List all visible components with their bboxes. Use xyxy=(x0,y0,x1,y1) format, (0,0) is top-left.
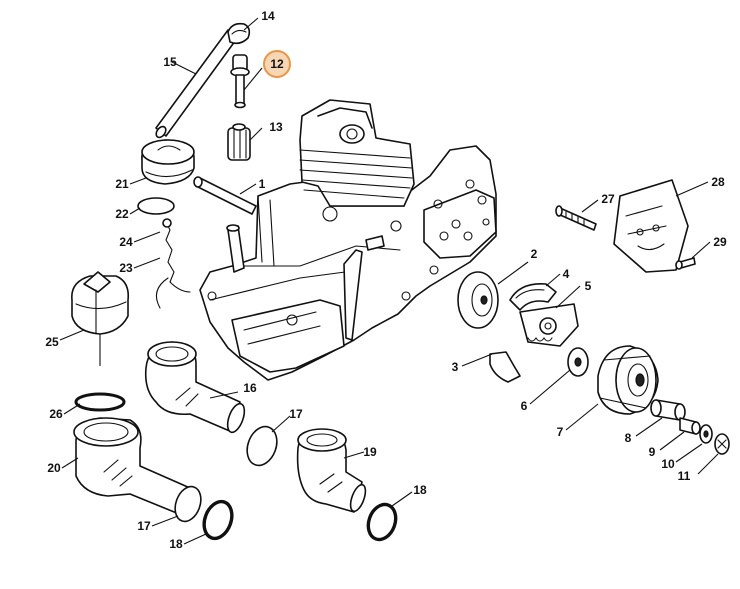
part-27-stud xyxy=(555,205,597,231)
callout-27: 27 xyxy=(601,192,615,206)
callout-17b: 17 xyxy=(137,519,151,533)
part-23-strap-loop xyxy=(155,277,191,309)
part-10-washer xyxy=(699,424,713,444)
part-26-o-ring xyxy=(74,392,126,412)
part-1-hose xyxy=(193,176,257,215)
part-5-spring xyxy=(519,303,579,347)
callout-18a: 18 xyxy=(413,483,427,497)
callout-18b: 18 xyxy=(169,537,183,551)
part-9-sleeve xyxy=(679,417,701,435)
callout-9: 9 xyxy=(649,445,656,459)
part-17-ring-middle xyxy=(246,425,278,467)
callout-15: 15 xyxy=(163,55,177,69)
callout-14: 14 xyxy=(261,9,275,23)
callout-5: 5 xyxy=(585,279,592,293)
part-25-cap xyxy=(71,271,130,366)
callout-29: 29 xyxy=(713,235,727,249)
callout-24: 24 xyxy=(119,235,133,249)
part-13-pickup-filter xyxy=(227,123,251,161)
callout-21: 21 xyxy=(115,177,129,191)
part-29-screw xyxy=(675,257,696,270)
callout-22: 22 xyxy=(115,207,129,221)
part-14-grommet xyxy=(227,22,251,45)
part-2-drive-disc xyxy=(457,271,499,329)
part-17-ring-lower xyxy=(174,485,202,523)
callout-26: 26 xyxy=(49,407,63,421)
callout-19: 19 xyxy=(363,445,377,459)
part-22-seal-ring xyxy=(137,197,175,215)
part-3-clutch-shoe xyxy=(489,351,521,383)
callout-7: 7 xyxy=(557,425,564,439)
part-28-plate xyxy=(613,179,689,273)
part-18-ring-right xyxy=(366,502,398,542)
callout-16: 16 xyxy=(243,381,257,395)
callout-28: 28 xyxy=(711,175,725,189)
part-6-washer xyxy=(567,347,589,377)
part-21-tank-cap xyxy=(141,139,195,185)
engine-housing xyxy=(199,99,497,381)
callout-6: 6 xyxy=(521,399,528,413)
callout-3: 3 xyxy=(452,360,459,374)
leader-lines xyxy=(59,17,719,545)
highlight-circle-12 xyxy=(263,50,291,78)
part-11-e-clip xyxy=(714,433,730,455)
part-7-clutch-drum xyxy=(597,345,659,415)
callout-2: 2 xyxy=(531,247,538,261)
part-19-elbow xyxy=(296,428,367,513)
part-16-elbow xyxy=(144,341,246,434)
part-4-clutch-shoe xyxy=(509,283,557,311)
part-18-ring-lower xyxy=(202,499,234,541)
callout-17a: 17 xyxy=(289,407,303,421)
callout-12: 12 xyxy=(270,57,284,71)
part-15-fuel-hose xyxy=(155,29,239,139)
callout-4: 4 xyxy=(563,267,570,281)
callout-1: 1 xyxy=(259,177,266,191)
callout-11: 11 xyxy=(678,469,691,483)
callout-13: 13 xyxy=(269,120,283,134)
part-12-pickup-body xyxy=(230,54,250,109)
callout-8: 8 xyxy=(625,431,632,445)
part-8-needle-cage xyxy=(650,399,686,421)
part-20-elbow xyxy=(73,417,196,517)
part-24-strap xyxy=(162,218,175,283)
callout-20: 20 xyxy=(47,461,61,475)
callout-10: 10 xyxy=(661,457,675,471)
callout-23: 23 xyxy=(119,261,133,275)
callout-25: 25 xyxy=(45,335,59,349)
